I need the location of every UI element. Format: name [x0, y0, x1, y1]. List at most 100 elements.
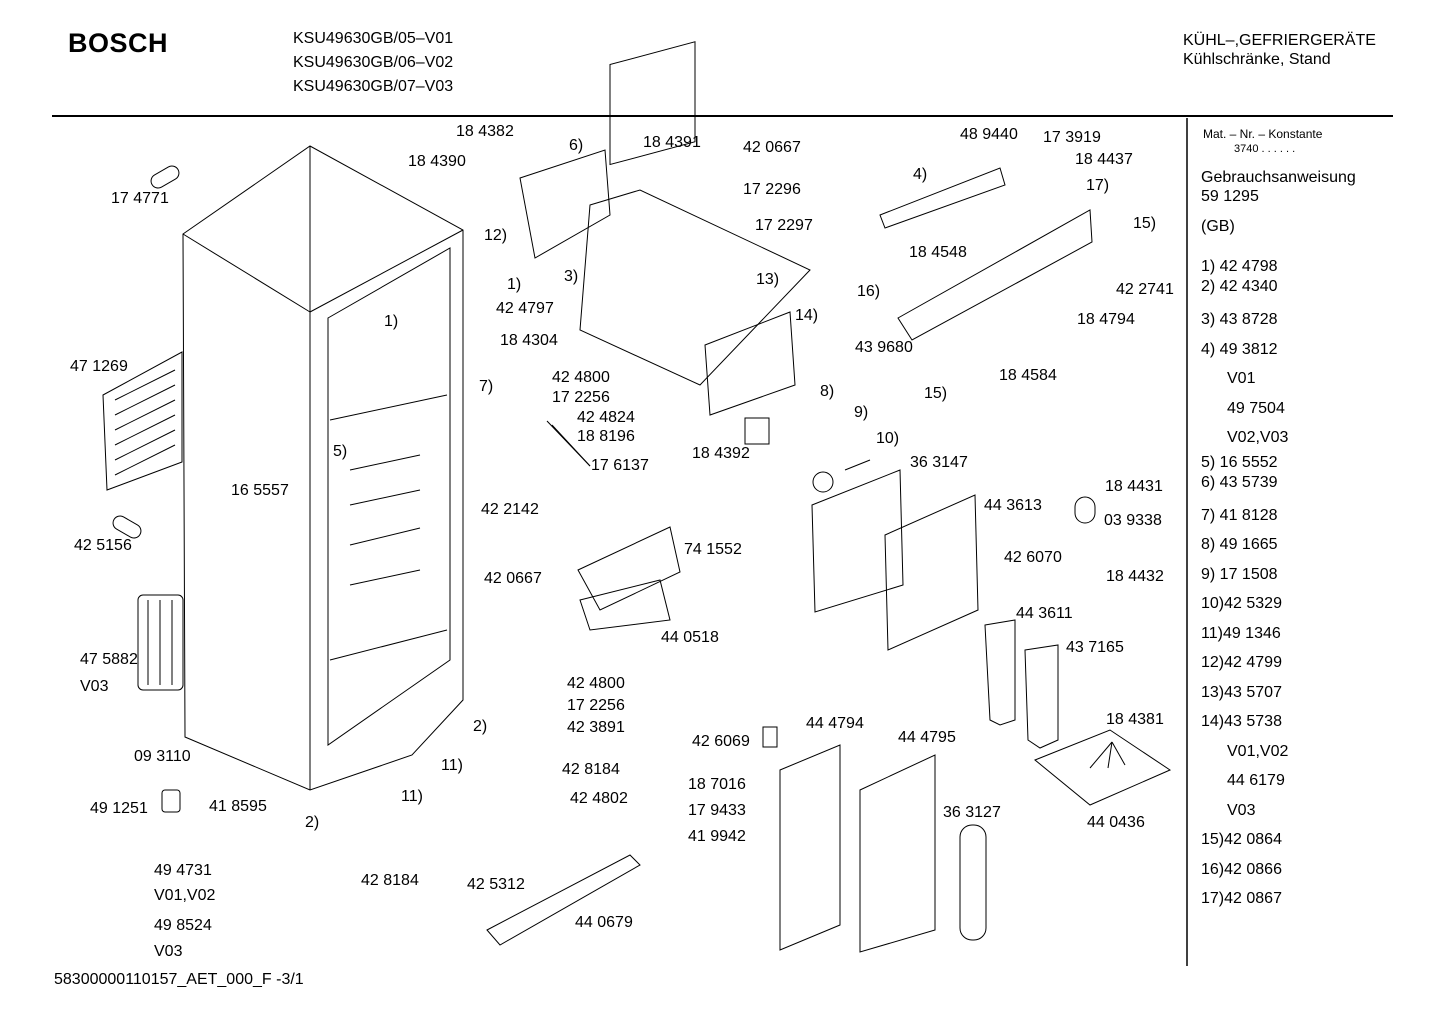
index-item: 12)42 4799 — [1201, 654, 1282, 671]
part-label: 42 5312 — [467, 876, 525, 893]
index-item: 49 7504 — [1227, 399, 1285, 417]
index-item: 8) 49 1665 — [1201, 536, 1278, 553]
part-label: 03 9338 — [1104, 512, 1162, 529]
index-item: 11)49 1346 — [1201, 624, 1281, 642]
part-label: 18 4392 — [692, 445, 750, 462]
callout-label: 2) — [473, 718, 488, 735]
control-panel — [879, 167, 1093, 341]
condenser-grille — [102, 351, 183, 491]
evaporator-assembly — [519, 41, 811, 386]
callout-label: 4) — [913, 166, 928, 183]
callout-label: 16) — [857, 283, 881, 300]
callout-label: 1) — [384, 313, 399, 330]
index-item: 1) 42 4798 — [1201, 258, 1278, 275]
fridge-cabinet — [182, 145, 464, 791]
part-label: 18 4381 — [1106, 711, 1164, 728]
callout-label: 2) — [305, 814, 320, 831]
callout-label: 6) — [569, 137, 584, 154]
part-label: 42 2741 — [1116, 281, 1174, 298]
index-item: 3) 43 8728 — [1201, 311, 1278, 328]
model-line: KSU49630GB/07–V03 — [293, 78, 454, 95]
part-label: 17 3919 — [1043, 129, 1101, 146]
index-item: 6) 43 5739 — [1201, 473, 1278, 491]
part-label: 18 4794 — [1077, 311, 1135, 328]
model-line: KSU49630GB/05–V01 — [293, 30, 454, 47]
manual-number: 59 1295 — [1201, 188, 1259, 205]
index-item: 4) 49 3812 — [1201, 340, 1278, 358]
part-label: 18 4584 — [999, 367, 1057, 384]
index-item: 14)43 5738 — [1201, 713, 1282, 730]
category-title: KÜHL–,GEFRIERGERÄTE — [1183, 32, 1376, 49]
model-list: KSU49630GB/05–V01 KSU49630GB/06–V02 KSU4… — [293, 27, 453, 99]
leader-lines — [546, 420, 1126, 769]
part-label: 74 1552 — [684, 541, 742, 558]
part-label: 17 4771 — [111, 190, 169, 207]
variant-label: V03 — [80, 678, 109, 695]
part-label: 49 8524 — [154, 917, 212, 934]
index-item: 10)42 5329 — [1201, 595, 1282, 612]
part-label: 18 4391 — [643, 134, 701, 151]
part-label: 43 9680 — [855, 339, 913, 356]
callout-label: 11) — [401, 788, 423, 805]
part-label: 18 4382 — [456, 123, 514, 140]
index-item: 2) 42 4340 — [1201, 278, 1278, 295]
part-label: 17 2297 — [755, 217, 813, 234]
mat-number-label: Mat. – Nr. – Konstante — [1203, 127, 1323, 141]
part-label: 44 0679 — [575, 914, 633, 931]
part-label: 42 3891 — [567, 719, 625, 736]
part-label: 16 5557 — [231, 482, 289, 499]
index-item: 9) 17 1508 — [1201, 565, 1278, 583]
callout-label: 15) — [1133, 215, 1157, 232]
part-label: 48 9440 — [960, 126, 1018, 143]
part-label: 49 4731 — [154, 862, 212, 879]
part-label: 09 3110 — [134, 748, 191, 765]
part-label: 18 4432 — [1106, 568, 1164, 585]
part-label: 44 0518 — [661, 629, 719, 646]
part-label: 36 3147 — [910, 454, 968, 471]
variant-label: V03 — [154, 943, 183, 960]
parts-index-list: 1) 42 4798 2) 42 4340 3) 43 8728 4) 49 3… — [1201, 257, 1288, 914]
part-label: 44 3613 — [984, 497, 1042, 514]
callout-label: 3) — [564, 268, 579, 285]
part-label: 18 4431 — [1105, 478, 1163, 495]
part-label: 42 4824 — [577, 409, 635, 426]
trays — [486, 311, 796, 946]
part-label: 18 4437 — [1075, 151, 1133, 168]
part-label: 49 1251 — [90, 800, 148, 817]
part-label: 42 8184 — [562, 761, 620, 778]
part-label: 44 4795 — [898, 729, 956, 746]
part-label: 42 6070 — [1004, 549, 1062, 566]
category-subtitle: Kühlschränke, Stand — [1183, 51, 1331, 68]
callout-label: 7) — [479, 378, 494, 395]
part-label: 42 4797 — [496, 300, 554, 317]
part-label: 42 0667 — [743, 139, 801, 156]
part-label: 42 5156 — [74, 537, 132, 554]
index-item: 15)42 0864 — [1201, 831, 1282, 848]
compressor-coil — [137, 594, 184, 691]
index-item: 7) 41 8128 — [1201, 506, 1278, 524]
callout-label: 1) — [507, 276, 522, 293]
part-label: 44 3611 — [1016, 605, 1073, 622]
part-label: 18 7016 — [688, 776, 746, 793]
index-item: 13)43 5707 — [1201, 683, 1282, 701]
part-label: 17 2256 — [552, 389, 610, 406]
part-label: 42 4802 — [570, 790, 628, 807]
callout-label: 15) — [924, 385, 948, 402]
index-item: 5) 16 5552 — [1201, 453, 1278, 471]
part-label: 42 8184 — [361, 872, 419, 889]
index-item: V03 — [1227, 801, 1256, 819]
index-item: V02,V03 — [1227, 429, 1289, 446]
manual-label: Gebrauchsanweisung — [1201, 169, 1356, 186]
callout-label: 9) — [854, 404, 869, 421]
callout-label: 13) — [756, 271, 780, 288]
part-label: 18 4390 — [408, 153, 466, 170]
index-item: V01,V02 — [1227, 742, 1289, 760]
variant-label: V01,V02 — [154, 887, 216, 904]
index-item: 44 6179 — [1227, 772, 1285, 789]
category-block: KÜHL–,GEFRIERGERÄTE Kühlschränke, Stand — [1183, 31, 1376, 69]
part-label: 42 6069 — [692, 733, 750, 750]
part-label: 41 9942 — [688, 828, 746, 845]
part-label: 42 4800 — [567, 675, 625, 692]
callout-label: 12) — [484, 227, 508, 244]
